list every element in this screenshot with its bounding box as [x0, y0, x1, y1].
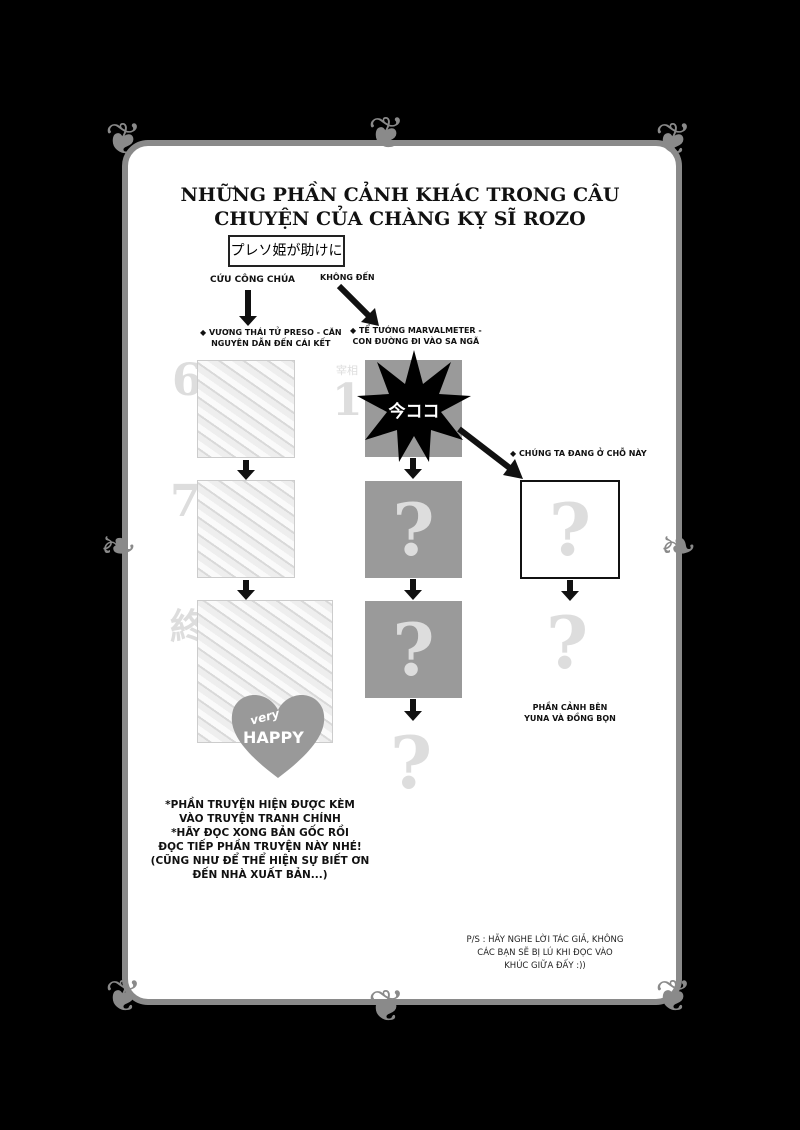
unknown-box: ? [365, 601, 462, 698]
ornament-right-icon: ❧ [660, 521, 697, 572]
arrow-down-icon [404, 699, 422, 721]
ornament-corner-icon: ❦ [655, 971, 692, 1022]
branch-left-label: CỨU CÔNG CHÚA [210, 275, 296, 285]
title-line: NHỮNG PHẦN CẢNH KHÁC TRONG CÂU [180, 184, 620, 206]
side-label: PHẦN CẢNH BÊN YUNA VÀ ĐỒNG BỌN [520, 702, 620, 724]
ornament-top-icon: ❦ [368, 108, 405, 159]
title-line: CHUYỆN CỦA CHÀNG KỴ SĨ ROZO [214, 208, 586, 230]
mid-label: 宰相 [336, 364, 358, 377]
unknown-mark: ? [546, 600, 589, 685]
manga-panel-6 [197, 360, 295, 458]
note-line: ĐỌC TIẾP PHẦN TRUYỆN NÀY NHÉ! [158, 841, 362, 853]
route-line: NGUYÊN DẪN ĐẾN CÁI KẾT [211, 339, 331, 348]
start-box: プレソ姫が助けに [228, 235, 345, 267]
chapter-number: 7 [170, 476, 201, 527]
arrow-down-icon [404, 458, 422, 479]
side-unknown-box: ? [520, 480, 620, 579]
ornament-bottom-icon: ❦ [368, 981, 405, 1032]
arrow-down-icon [237, 580, 255, 600]
route-line: CON ĐƯỜNG ĐI VÀO SA NGÃ [352, 337, 480, 346]
heart-text-happy: HAPPY [243, 728, 304, 747]
side-line: PHẦN CẢNH BÊN [532, 703, 608, 712]
ornament-corner-icon: ❦ [105, 971, 142, 1022]
unknown-box: ? [365, 481, 462, 578]
notes: *PHẦN TRUYỆN HIỆN ĐƯỢC KÈM VÀO TRUYỆN TRA… [150, 798, 370, 882]
side-line: YUNA VÀ ĐỒNG BỌN [524, 714, 616, 723]
arrow-down-icon [239, 290, 257, 326]
note-line: VÀO TRUYỆN TRANH CHÍNH [179, 813, 341, 825]
route-line: ◆ VƯƠNG THÁI TỬ PRESO - CĂN [200, 328, 342, 337]
starburst-icon [357, 350, 471, 462]
ps-line: CÁC BẠN SẼ BỊ LÚ KHI ĐỌC VÀO [477, 948, 613, 958]
ps-note: P/S : HÃY NGHE LỜI TÁC GIẢ, KHÔNG CÁC BẠN… [435, 934, 655, 973]
unknown-mark: ? [548, 487, 592, 572]
route-left-label: ◆ VƯƠNG THÁI TỬ PRESO - CĂN NGUYÊN DẪN ĐẾ… [200, 327, 342, 349]
route-line: ◆ TỂ TƯỚNG MARVALMETER - [350, 326, 482, 335]
ornament-corner-icon: ❦ [105, 114, 142, 165]
star-text: 今ココ [388, 402, 440, 422]
note-line: ĐẾN NHÀ XUẤT BẢN...) [192, 869, 328, 881]
unknown-mark: ? [390, 720, 433, 805]
branch-right-label: KHÔNG ĐẾN [320, 273, 375, 282]
arrow-down-icon [237, 460, 255, 480]
heart-icon [231, 695, 325, 778]
note-line: (CŨNG NHƯ ĐỂ THỂ HIỆN SỰ BIẾT ƠN [150, 855, 370, 867]
mid-number: 1 [332, 375, 363, 426]
ps-line: KHÚC GIỮA ĐẤY :)) [504, 961, 586, 971]
note-line: *HÃY ĐỌC XONG BẢN GỐC RỒI [171, 827, 349, 839]
ornament-left-icon: ❧ [100, 521, 137, 572]
arrow-diagonal-icon [457, 426, 523, 479]
note-line: *PHẦN TRUYỆN HIỆN ĐƯỢC KÈM [165, 799, 355, 811]
ornament-corner-icon: ❦ [655, 114, 692, 165]
arrow-diagonal-icon [336, 283, 379, 326]
here-label: ◆ CHÚNG TA ĐANG Ở CHỖ NÀY [510, 449, 647, 458]
route-mid-label: ◆ TỂ TƯỚNG MARVALMETER - CON ĐƯỜNG ĐI VÀO… [350, 325, 482, 347]
arrow-down-icon [404, 579, 422, 600]
arrow-down-icon [561, 580, 579, 601]
ps-line: P/S : HÃY NGHE LỜI TÁC GIẢ, KHÔNG [466, 935, 624, 945]
manga-panel-7 [197, 480, 295, 578]
